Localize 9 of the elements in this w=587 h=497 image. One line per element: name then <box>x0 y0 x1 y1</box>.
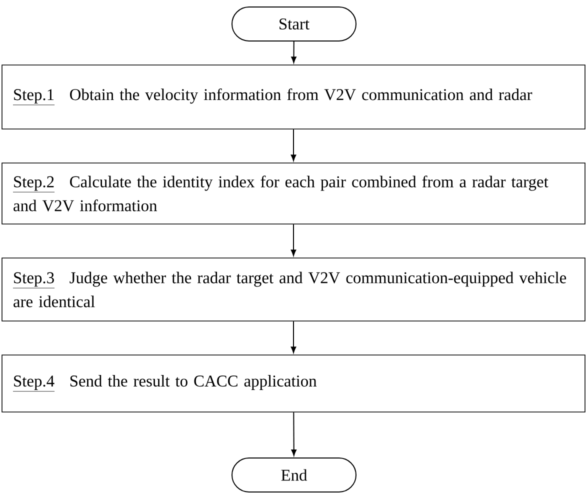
process-box: Step.4 Send the result to CACC application <box>2 354 586 412</box>
arrow <box>291 412 296 456</box>
process-box: Step.3 Judge whether the radar target and V2V communication-equipped vehicle are identical <box>2 258 586 322</box>
arrow <box>290 128 296 162</box>
process-box: Step.1 Obtain the velocity information from V2V communication and radar <box>2 64 586 130</box>
arrow <box>291 41 296 64</box>
arrow <box>290 320 296 354</box>
process-box: Step.2 Calculate the identity index for each pair combined from a radar target and V2V information <box>2 162 586 224</box>
arrow <box>290 224 296 256</box>
